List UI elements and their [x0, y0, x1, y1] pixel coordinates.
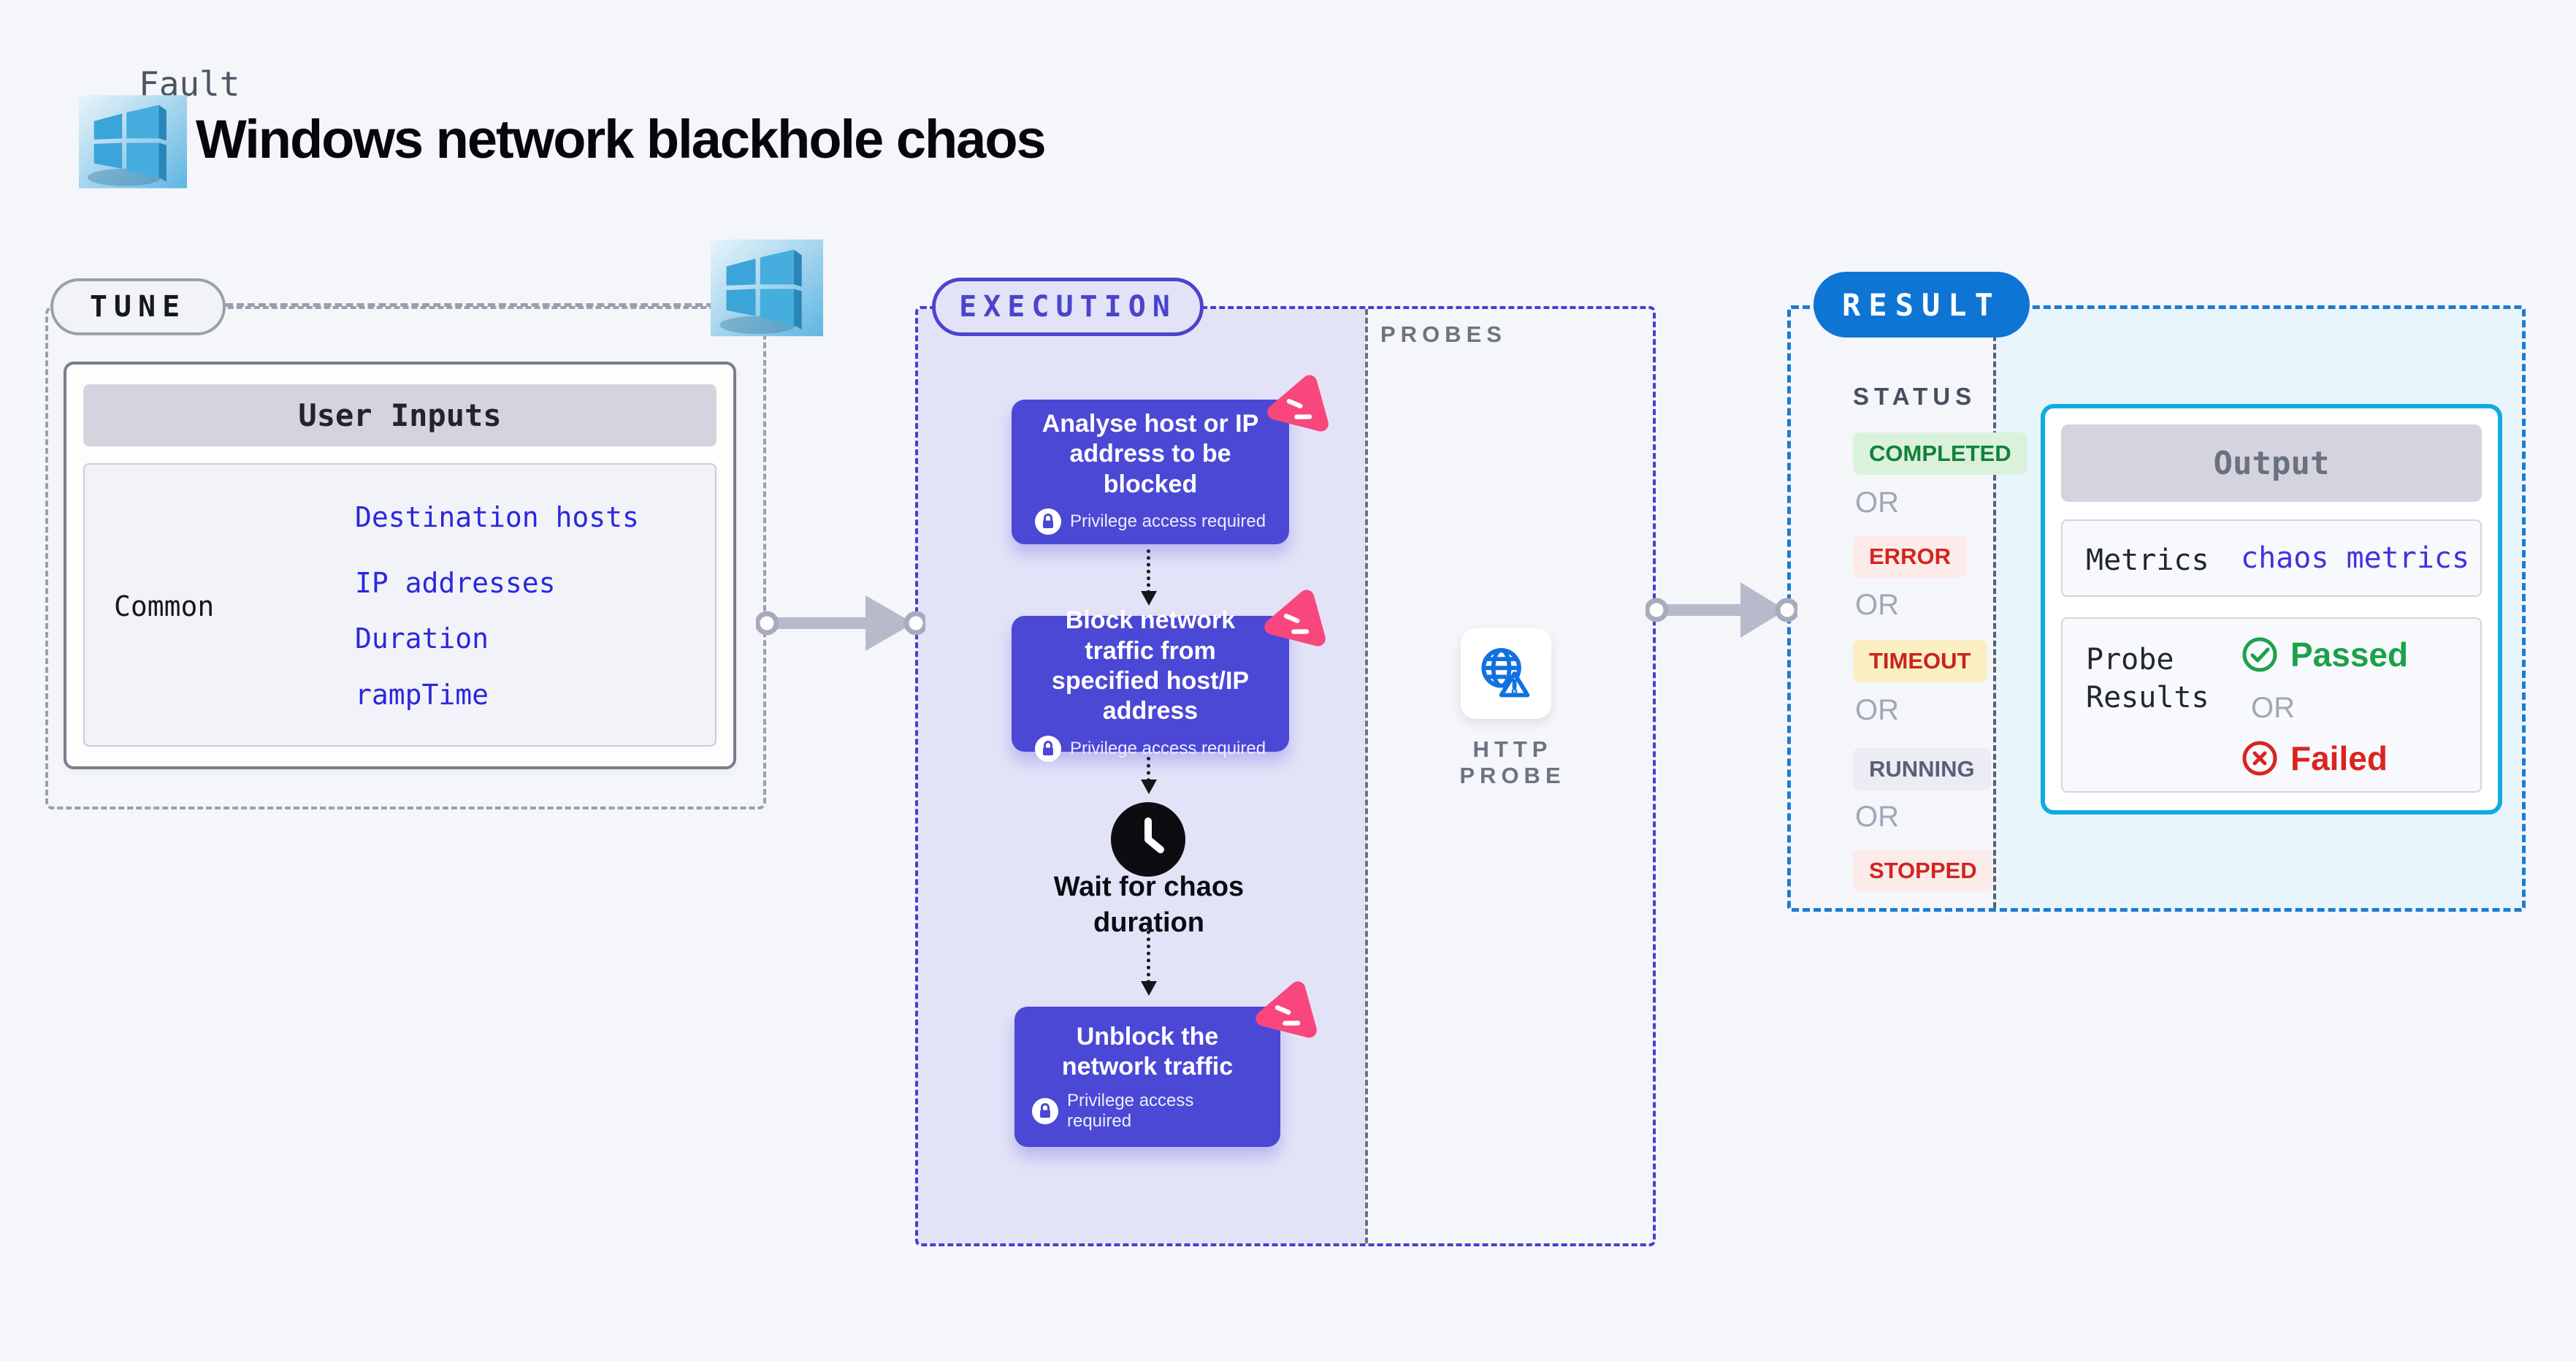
input-category-label: Common: [114, 590, 215, 622]
step-title: Block network traffic from specified hos…: [1051, 606, 1250, 725]
passed-label: Passed: [2290, 636, 2409, 674]
wait-clock-icon: [1111, 802, 1185, 877]
input-link-duration[interactable]: Duration: [355, 622, 489, 655]
globe-warning-icon: [1481, 648, 1530, 698]
result-section-pill: RESULT: [1813, 272, 2030, 338]
input-link-ip-addresses[interactable]: IP addresses: [355, 567, 556, 599]
user-inputs-table: Common Destination hosts IP addresses Du…: [83, 463, 716, 747]
step-analyse-host-node[interactable]: Analyse host or IP address to be blocked…: [1012, 400, 1289, 544]
probe-result-failed: Failed: [2241, 739, 2388, 778]
or-separator: OR: [1855, 801, 1899, 833]
x-circle-icon: [2242, 741, 2277, 776]
probes-to-result-arrow: [1646, 582, 1797, 638]
http-probe-label: HTTP PROBE: [1459, 736, 1566, 788]
lock-icon: [1034, 508, 1061, 535]
step-unblock-traffic-node[interactable]: Unblock the network traffic Privilege ac…: [1014, 1007, 1280, 1147]
privilege-note: Privilege access required: [1069, 511, 1266, 532]
probes-divider: [1365, 309, 1368, 1243]
user-inputs-card: User Inputs Common Destination hosts IP …: [64, 362, 736, 769]
status-badge-error: ERROR: [1853, 535, 1967, 578]
probes-section-label: PROBES: [1380, 321, 1507, 347]
or-separator: OR: [1855, 694, 1899, 726]
flow-connector: [1141, 757, 1157, 794]
execution-section-outline: [915, 306, 1656, 1246]
chaos-scenario-icon: [1264, 590, 1326, 647]
windows-target-icon: [711, 239, 823, 337]
result-section-label: RESULT: [1842, 286, 2001, 323]
privilege-note: Privilege access required: [1066, 1091, 1194, 1132]
probe-result-passed: Passed: [2241, 635, 2408, 674]
tune-section-label: TUNE: [89, 290, 187, 324]
http-probe-card[interactable]: [1461, 628, 1551, 719]
chaos-scenario-icon: [1255, 981, 1317, 1038]
privilege-row: Privilege access required: [1034, 508, 1266, 535]
or-separator: OR: [2251, 692, 2295, 724]
probe-results-row: Probe Results Passed OR Failed: [2061, 617, 2482, 793]
lock-icon: [1032, 1098, 1058, 1125]
status-badge-completed: COMPLETED: [1853, 432, 2027, 475]
failed-label: Failed: [2290, 739, 2388, 777]
page-title: Windows network blackhole chaos: [196, 109, 1047, 169]
probe-results-label: Probe Results: [2086, 643, 2209, 714]
chaos-scenario-icon: [1267, 375, 1329, 432]
step-block-traffic-node[interactable]: Block network traffic from specified hos…: [1012, 606, 1289, 762]
status-column-label: STATUS: [1853, 383, 1977, 410]
windows-logo-icon: [79, 95, 187, 188]
result-divider: [1993, 309, 1996, 908]
tune-to-execution-arrow: [756, 595, 925, 651]
tune-section-outline: [45, 306, 766, 809]
output-card: Output Metrics chaos metrics Probe Resul…: [2041, 404, 2502, 815]
metrics-row: Metrics chaos metrics: [2061, 519, 2482, 597]
privilege-note: Privilege access required: [1069, 738, 1266, 758]
execution-section-label: EXECUTION: [959, 290, 1177, 324]
privilege-row: Privilege access required: [1034, 735, 1266, 762]
flow-connector: [1141, 923, 1157, 996]
status-badge-timeout: TIMEOUT: [1853, 640, 1987, 682]
or-separator: OR: [1855, 487, 1899, 519]
status-badge-running: RUNNING: [1853, 748, 1991, 790]
privilege-row: Privilege access required: [1032, 1091, 1263, 1132]
chaos-metrics-link[interactable]: chaos metrics: [2241, 541, 2470, 575]
step-title: Unblock the network traffic: [1061, 1022, 1234, 1080]
metrics-label: Metrics: [2086, 544, 2209, 577]
step-title: Analyse host or IP address to be blocked: [1042, 409, 1259, 498]
status-badge-stopped: STOPPED: [1853, 850, 1993, 892]
user-inputs-header: User Inputs: [83, 384, 716, 446]
flow-connector: [1141, 549, 1157, 606]
or-separator: OR: [1855, 589, 1899, 621]
input-link-destination-hosts[interactable]: Destination hosts: [355, 501, 639, 533]
tune-connector-line: [226, 303, 714, 307]
output-card-header: Output: [2061, 424, 2482, 502]
tune-section-pill: TUNE: [50, 278, 226, 335]
check-circle-icon: [2242, 637, 2277, 672]
lock-icon: [1034, 735, 1061, 762]
execution-section-pill: EXECUTION: [932, 278, 1204, 336]
input-link-ramptime[interactable]: rampTime: [355, 679, 489, 711]
